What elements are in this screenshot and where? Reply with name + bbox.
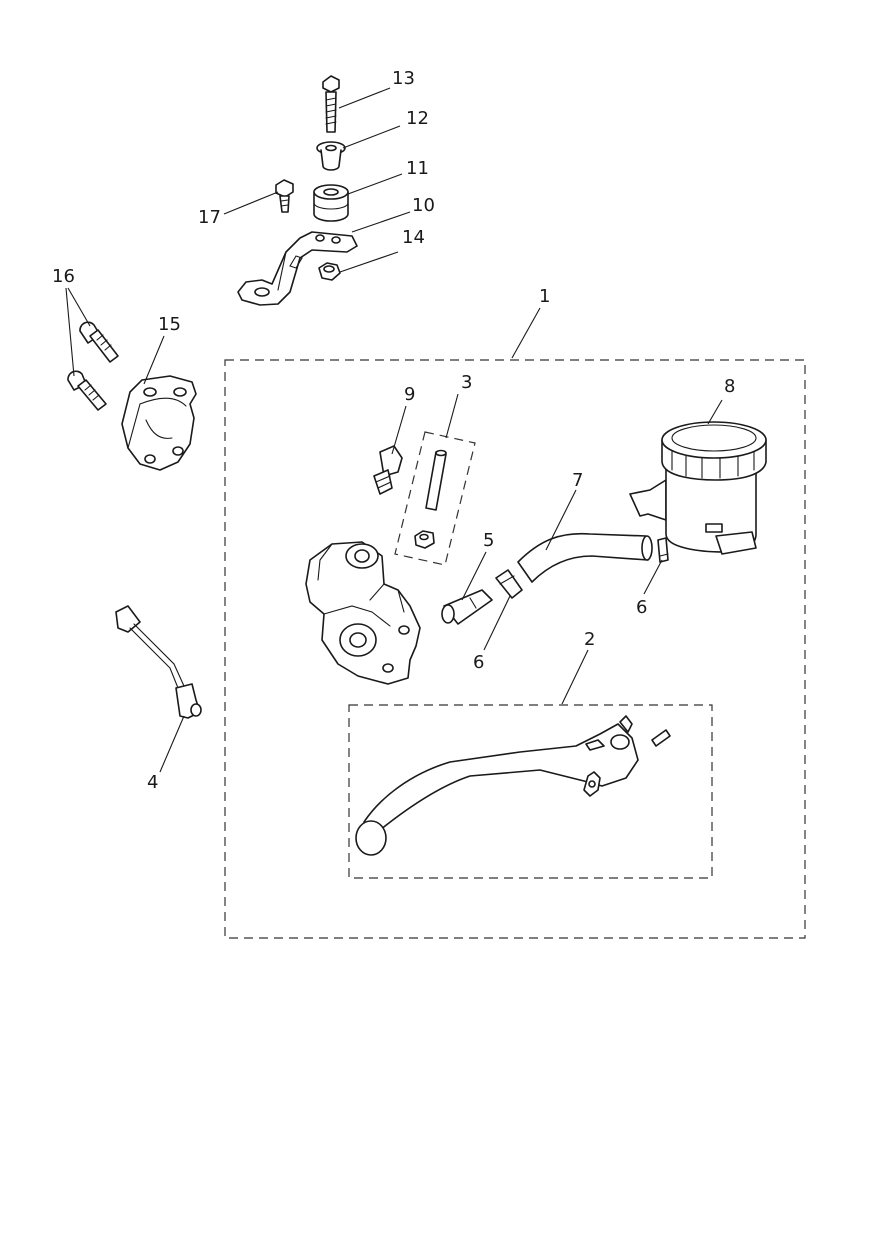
grommet-part-11 xyxy=(313,184,349,222)
pivot-pin-part-3 xyxy=(414,449,447,549)
pin-kit-group-box xyxy=(394,431,476,566)
callout-10: 10 xyxy=(412,195,435,216)
spacer-part-12 xyxy=(316,141,346,171)
bracket-part-10 xyxy=(237,231,358,306)
callout-13: 13 xyxy=(392,68,415,89)
reservoir-part-8 xyxy=(629,421,767,555)
callout-8: 8 xyxy=(724,376,735,397)
hose-fitting-part-5 xyxy=(441,589,493,625)
callout-14: 14 xyxy=(402,227,425,248)
assembly-group-box xyxy=(224,359,806,939)
bolt-part-17 xyxy=(275,179,294,213)
callout-labels: 13 12 11 10 14 17 16 15 1 3 9 8 7 5 6 6 … xyxy=(52,68,735,793)
callout-1: 1 xyxy=(539,286,550,307)
callout-17: 17 xyxy=(198,207,221,228)
hose-clip-part-6-right xyxy=(657,537,669,563)
lever-group-box xyxy=(348,704,713,879)
callout-6-right: 6 xyxy=(636,597,647,618)
callout-12: 12 xyxy=(406,108,429,129)
callout-11: 11 xyxy=(406,158,429,179)
callout-2: 2 xyxy=(584,629,595,650)
callout-9: 9 xyxy=(404,384,415,405)
bolt-part-13 xyxy=(322,75,340,133)
hose-part-7 xyxy=(517,532,653,583)
lever-part-2 xyxy=(355,715,671,856)
leader-lines xyxy=(65,87,723,773)
callout-6-left: 6 xyxy=(473,652,484,673)
callout-3: 3 xyxy=(461,372,472,393)
callout-5: 5 xyxy=(483,530,494,551)
hose-clip-part-6-left xyxy=(495,569,523,599)
bleed-bolt-part-9 xyxy=(373,445,403,495)
callout-15: 15 xyxy=(158,314,181,335)
brake-switch-part-4 xyxy=(115,605,202,719)
nut-part-14 xyxy=(318,262,341,281)
callout-16: 16 xyxy=(52,266,75,287)
clamp-part-15 xyxy=(121,375,197,471)
screws-part-16 xyxy=(67,321,119,411)
callout-7: 7 xyxy=(572,470,583,491)
master-cylinder-body xyxy=(305,541,421,685)
callout-4: 4 xyxy=(147,772,158,793)
